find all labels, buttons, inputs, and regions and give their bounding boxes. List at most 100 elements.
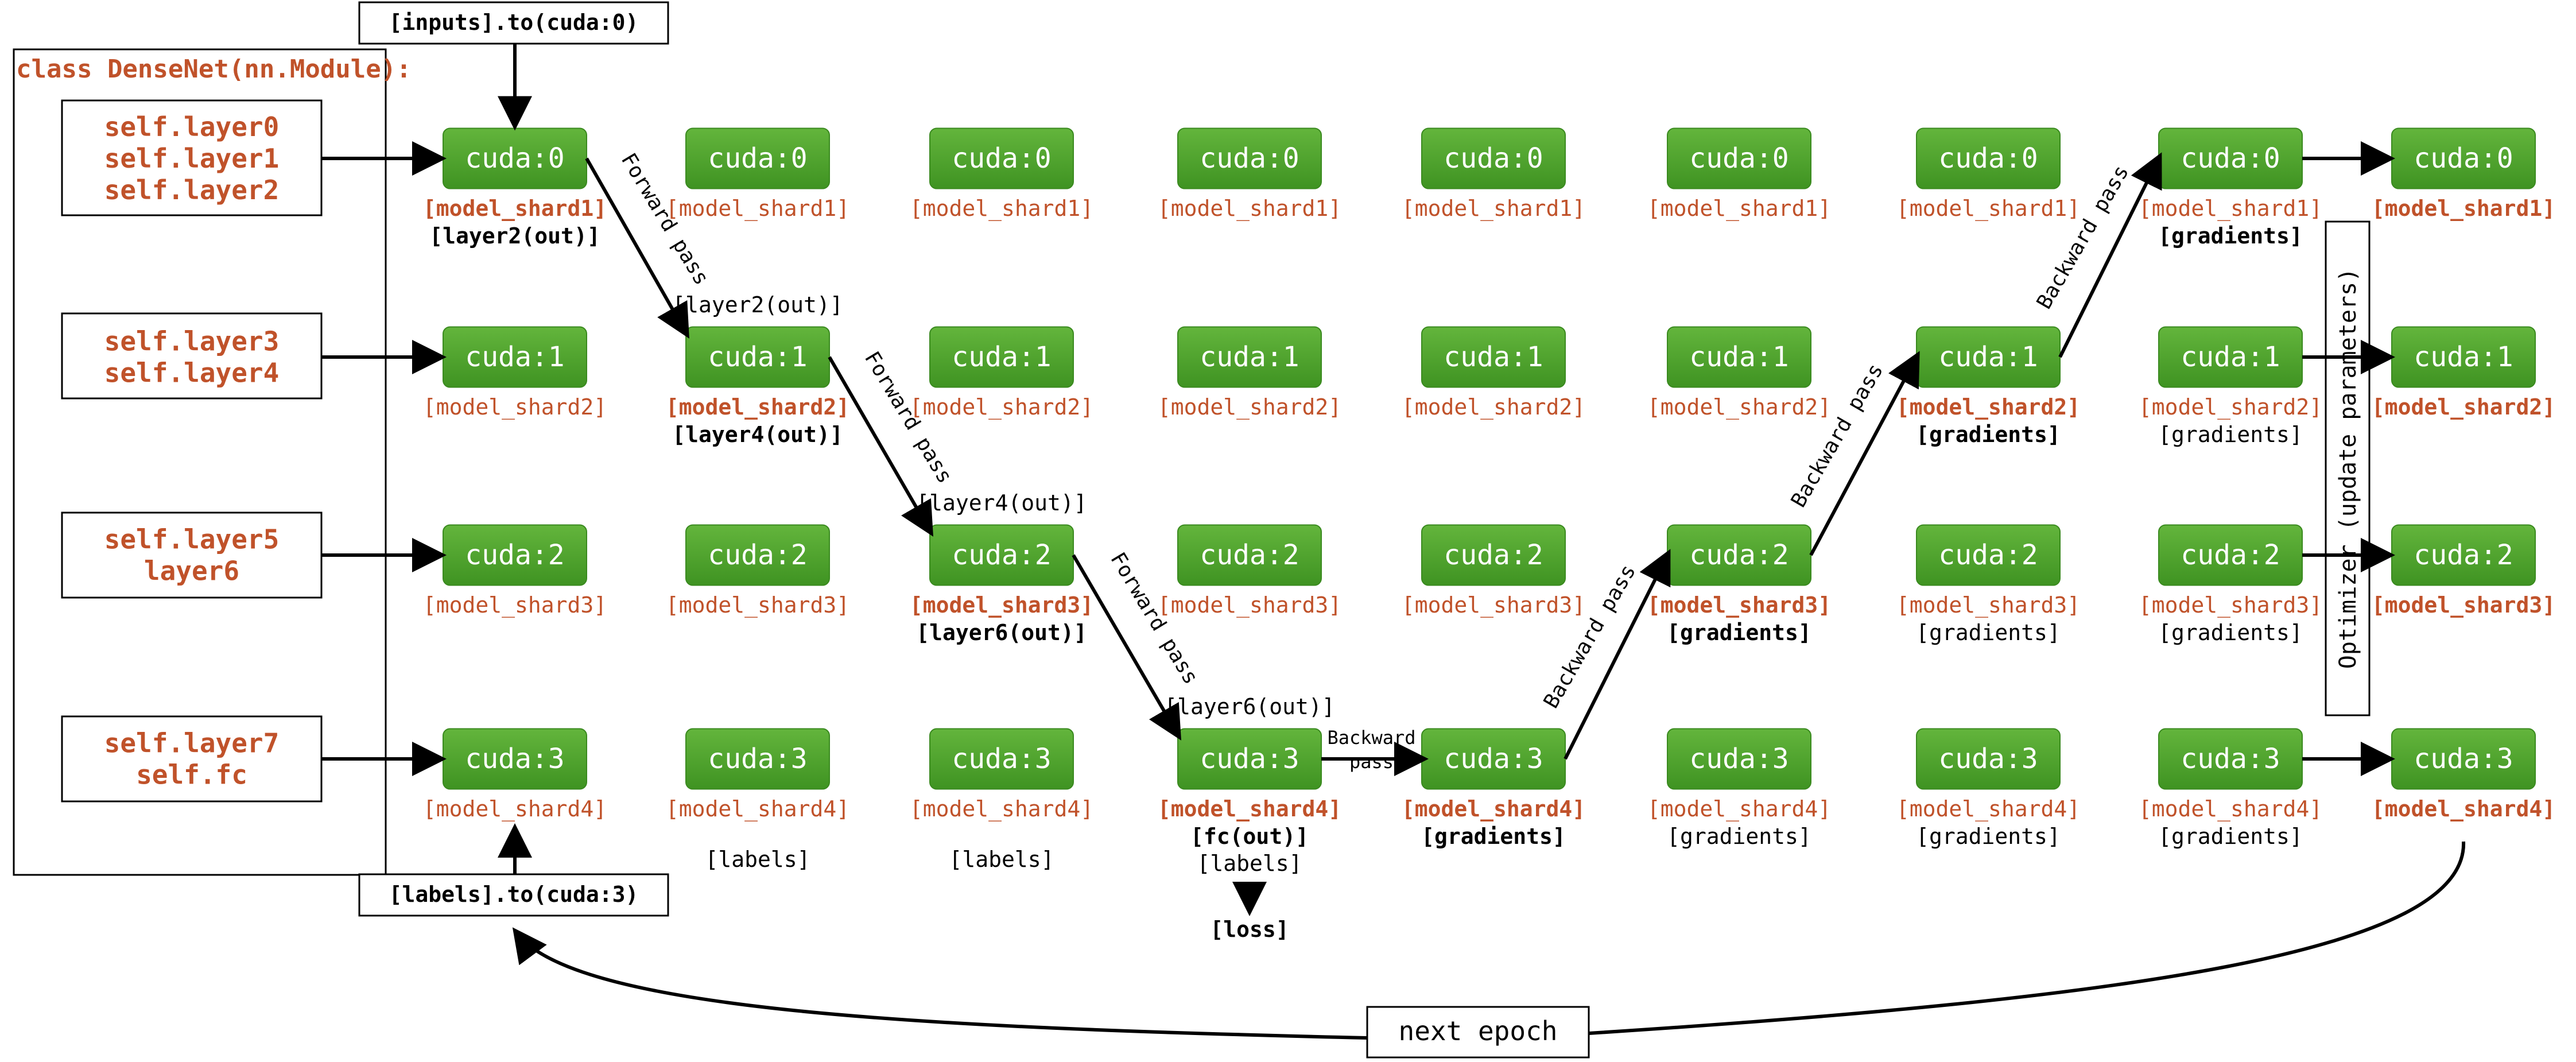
model-shard-label: [model_shard1] xyxy=(666,196,849,222)
forward-pass-arrow xyxy=(1072,554,1182,741)
output-label: [gradients] xyxy=(2158,824,2303,849)
model-shard-label: [model_shard3] xyxy=(2372,592,2555,618)
next-epoch-curve-right xyxy=(1588,841,2466,1035)
module-class-frame xyxy=(13,48,387,876)
model-shard-label: [model_shard2] xyxy=(423,394,607,420)
gpu-label: cuda:3 xyxy=(1938,743,2038,775)
model-shard-label: [model_shard3] xyxy=(1896,592,2080,618)
class-definition-label: class DenseNet(nn.Module): xyxy=(16,55,412,84)
gpu-box xyxy=(1667,127,1811,189)
gpu-label: cuda:2 xyxy=(465,539,564,571)
model-shard-label: [model_shard2] xyxy=(1896,394,2080,420)
optimizer-label: Optimizer (update parameters) xyxy=(2335,268,2361,669)
input-activation-label: [layer6(out)] xyxy=(1164,694,1334,719)
gpu-label: cuda:0 xyxy=(708,142,807,175)
gpu-label: cuda:1 xyxy=(1444,341,1543,373)
module-layer-label: self.layer0 xyxy=(104,111,280,142)
gpu-label: cuda:3 xyxy=(952,743,1051,775)
labels-to-cuda3-box xyxy=(358,873,669,917)
model-shard-label: [model_shard3] xyxy=(1647,592,1831,618)
model-shard-label: [model_shard4] xyxy=(1402,796,1585,821)
next-epoch-box xyxy=(1366,1006,1590,1059)
model-shard-label: [model_shard4] xyxy=(423,796,607,822)
model-shard-label: [model_shard1] xyxy=(2372,196,2555,221)
gpu-box xyxy=(1177,127,1322,189)
gpu-label: cuda:3 xyxy=(1200,743,1299,775)
output-label: [gradients] xyxy=(1916,620,2061,645)
gpu-label: cuda:0 xyxy=(1444,142,1543,175)
model-shard-label: [model_shard2] xyxy=(1402,394,1585,420)
module-layer-label: self.layer7 xyxy=(104,728,280,759)
output-label: [gradients] xyxy=(1667,824,1811,849)
gpu-box xyxy=(1421,127,1566,189)
model-shard-label: [model_shard4] xyxy=(1896,796,2080,822)
output-label: [gradients] xyxy=(1916,824,2061,849)
output-label: [gradients] xyxy=(2158,620,2303,645)
module-layer-label: layer6 xyxy=(144,556,239,587)
output-label: [layer4(out)] xyxy=(672,422,843,447)
output-label: [gradients] xyxy=(2158,223,2303,249)
module-layer-label: self.layer3 xyxy=(104,326,280,357)
input-activation-label: [layer2(out)] xyxy=(672,292,843,317)
gpu-label: cuda:2 xyxy=(1938,539,2038,571)
gpu-label: cuda:3 xyxy=(1689,743,1789,775)
gpu-label: cuda:1 xyxy=(2181,341,2280,373)
model-shard-label: [model_shard1] xyxy=(1647,196,1831,222)
model-shard-label: [model_shard4] xyxy=(2372,796,2555,821)
gpu-box xyxy=(685,524,830,586)
forward-pass-arrow xyxy=(828,356,934,537)
model-shard-label: [model_shard3] xyxy=(910,592,1093,618)
model-shard-label: [model_shard3] xyxy=(2139,592,2322,618)
layer-group-box xyxy=(61,715,323,803)
module-layer-label: self.layer5 xyxy=(104,524,280,555)
model-shard-label: [model_shard3] xyxy=(1402,592,1585,618)
backward-pass-label: pass xyxy=(1349,751,1394,773)
model-shard-label: [model_shard1] xyxy=(1896,196,2080,222)
gpu-box xyxy=(1421,326,1566,388)
output-label: [layer2(out)] xyxy=(429,223,600,249)
gpu-label: cuda:0 xyxy=(952,142,1051,175)
gpu-label: cuda:0 xyxy=(1689,142,1789,175)
next-epoch-curve-left xyxy=(512,927,1368,1040)
gpu-box xyxy=(1667,326,1811,388)
backward-pass-label: Backward xyxy=(1327,727,1415,749)
model-shard-label: [model_shard3] xyxy=(1158,592,1341,618)
gpu-label: cuda:3 xyxy=(708,743,807,775)
gpu-label: cuda:2 xyxy=(952,539,1051,571)
gpu-box xyxy=(685,728,830,790)
output-label: [layer6(out)] xyxy=(916,620,1087,645)
labels-tensor-label: [labels] xyxy=(705,847,810,872)
model-shard-label: [model_shard4] xyxy=(1647,796,1831,822)
gpu-box xyxy=(685,127,830,189)
gpu-label: cuda:0 xyxy=(2414,142,2513,175)
gpu-label: cuda:0 xyxy=(1200,142,1299,175)
module-layer-label: self.layer4 xyxy=(104,358,280,389)
gpu-label: cuda:1 xyxy=(708,341,807,373)
gpu-label: cuda:2 xyxy=(708,539,807,571)
labels-to-cuda3-label: [labels].to(cuda:3) xyxy=(389,882,639,907)
labels-tensor-label: [labels] xyxy=(949,847,1054,872)
model-shard-label: [model_shard2] xyxy=(666,394,849,420)
gpu-box xyxy=(1177,326,1322,388)
gpu-label: cuda:1 xyxy=(1689,341,1789,373)
gpu-box xyxy=(1916,524,2061,586)
module-layer-label: self.layer1 xyxy=(104,143,280,174)
backward-pass-arrow xyxy=(1809,351,1920,556)
gpu-label: cuda:0 xyxy=(1938,142,2038,175)
gpu-label: cuda:2 xyxy=(1689,539,1789,571)
output-label: [gradients] xyxy=(1916,422,2061,447)
module-layer-label: self.layer2 xyxy=(104,175,280,206)
gpu-box xyxy=(929,326,1074,388)
loss-label: [loss] xyxy=(1210,917,1289,942)
model-shard-label: [model_shard1] xyxy=(2139,196,2322,222)
output-label: [gradients] xyxy=(2158,422,2303,447)
model-shard-label: [model_shard2] xyxy=(1158,394,1341,420)
input-activation-label: [layer4(out)] xyxy=(916,490,1087,516)
backward-pass-arrow xyxy=(2058,152,2162,358)
gpu-label: cuda:1 xyxy=(952,341,1051,373)
model-shard-label: [model_shard2] xyxy=(910,394,1093,420)
model-shard-label: [model_shard4] xyxy=(1158,796,1341,821)
labels-tensor-label: [labels] xyxy=(1197,851,1302,876)
model-shard-label: [model_shard4] xyxy=(910,796,1093,822)
gpu-label: cuda:3 xyxy=(2414,743,2513,775)
